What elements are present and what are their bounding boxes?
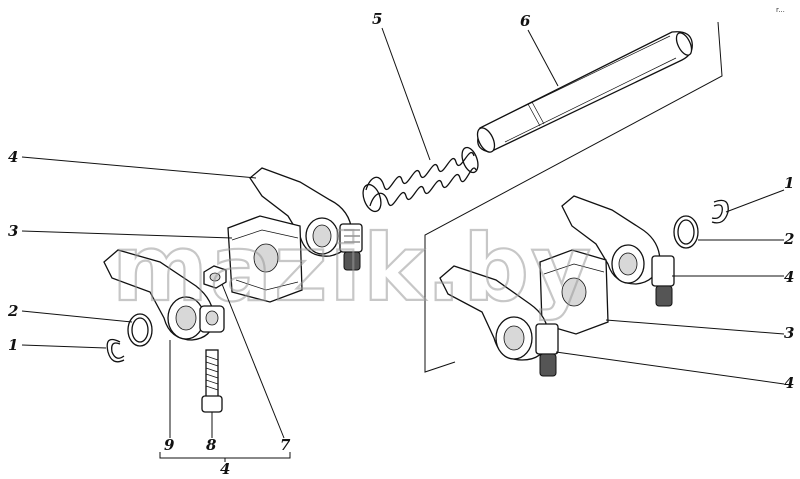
circlip-right: [711, 199, 729, 224]
rocker-arm-assembly-right-lower: [439, 265, 559, 377]
callout-labels: 4 3 2 1 5 6 9 8 7 4 1 2 4 3 4: [7, 10, 794, 478]
callout-4-top: 4: [8, 148, 18, 166]
washer-right: [673, 215, 699, 249]
circlip-left: [106, 338, 125, 363]
callout-7: 7: [280, 436, 291, 454]
adjusting-screw: [201, 349, 223, 413]
spacer-spring: [362, 146, 479, 213]
callout-4-right-upper: 4: [784, 268, 794, 286]
callout-2-left: 2: [7, 302, 18, 320]
rocker-shaft: [476, 31, 693, 153]
lock-nut: [203, 265, 227, 289]
callout-9: 9: [164, 436, 175, 454]
callout-4-bottom: 4: [220, 460, 230, 478]
callout-3-left: 3: [8, 222, 18, 240]
rocker-arm-assembly-right-upper: [561, 195, 675, 307]
washer-left: [127, 313, 153, 347]
rocker-arm-left: [103, 249, 225, 341]
callout-5: 5: [372, 10, 382, 28]
callout-2-right: 2: [783, 230, 794, 248]
callout-1-right: 1: [784, 174, 794, 192]
leader-lines: [21, 27, 785, 462]
callout-3-right: 3: [784, 324, 794, 342]
callout-6: 6: [520, 12, 531, 30]
corner-mark: r...: [776, 6, 785, 14]
callout-4-right-lower: 4: [784, 374, 794, 392]
assembly-axis-line: [424, 21, 723, 373]
callout-1-left: 1: [8, 336, 18, 354]
watermark: mazik.by: [112, 215, 593, 322]
rocker-arm-assembly-upper: [249, 167, 363, 271]
callout-8: 8: [206, 436, 217, 454]
rocker-bracket-left: [227, 215, 303, 303]
